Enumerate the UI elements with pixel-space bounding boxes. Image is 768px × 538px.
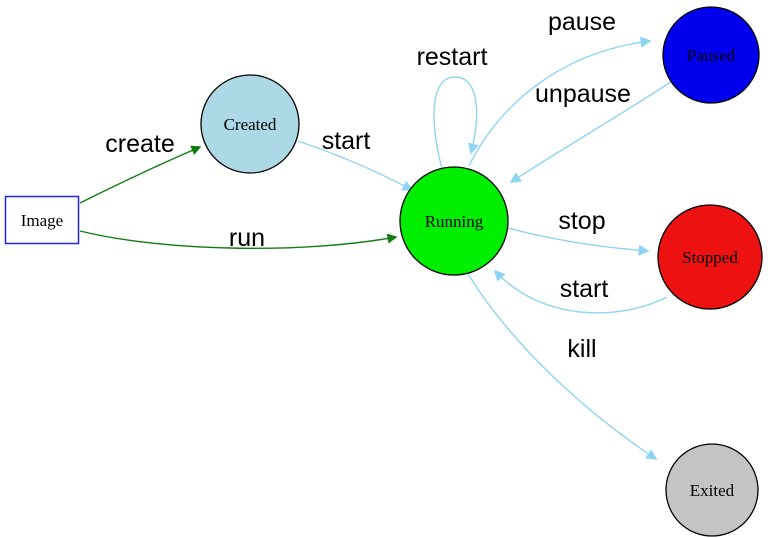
edge-kill [467, 273, 658, 460]
exited-label: Exited [690, 481, 735, 500]
edge-unpause-label: unpause [535, 80, 631, 108]
edge-pause [468, 36, 652, 167]
edge-run [79, 230, 398, 250]
stopped-label: Stopped [682, 248, 738, 267]
exited-circle [665, 443, 759, 537]
image-label: Image [21, 211, 63, 230]
paused-label: Paused [687, 46, 736, 65]
edge-create [79, 145, 202, 204]
image-box [4, 195, 80, 245]
node-stopped: Stopped [657, 204, 763, 310]
edge-stop-label: stop [558, 207, 605, 235]
created-circle [200, 74, 300, 174]
edge-start-stopped-running [493, 269, 668, 314]
node-image: Image [4, 195, 80, 245]
edge-stop [507, 227, 650, 256]
paused-circle [662, 6, 760, 104]
node-exited: Exited [665, 443, 759, 537]
edge-restart [433, 76, 479, 170]
node-paused: Paused [662, 6, 760, 104]
edge-pause-label: pause [548, 8, 616, 36]
node-running: Running [399, 166, 509, 276]
running-label: Running [425, 212, 484, 231]
edge-kill-label: kill [567, 335, 596, 363]
edge-start-stopped-running-label: start [560, 275, 609, 303]
stopped-circle [657, 204, 763, 310]
node-created: Created [200, 74, 300, 174]
edge-start-created-running [297, 140, 414, 191]
running-circle [399, 166, 509, 276]
edge-unpause [509, 81, 672, 183]
edge-start-created-running-label: start [322, 127, 371, 155]
edge-create-label: create [105, 130, 174, 158]
edge-restart-label: restart [417, 43, 488, 71]
edge-run-label: run [229, 224, 265, 252]
created-label: Created [224, 115, 277, 134]
